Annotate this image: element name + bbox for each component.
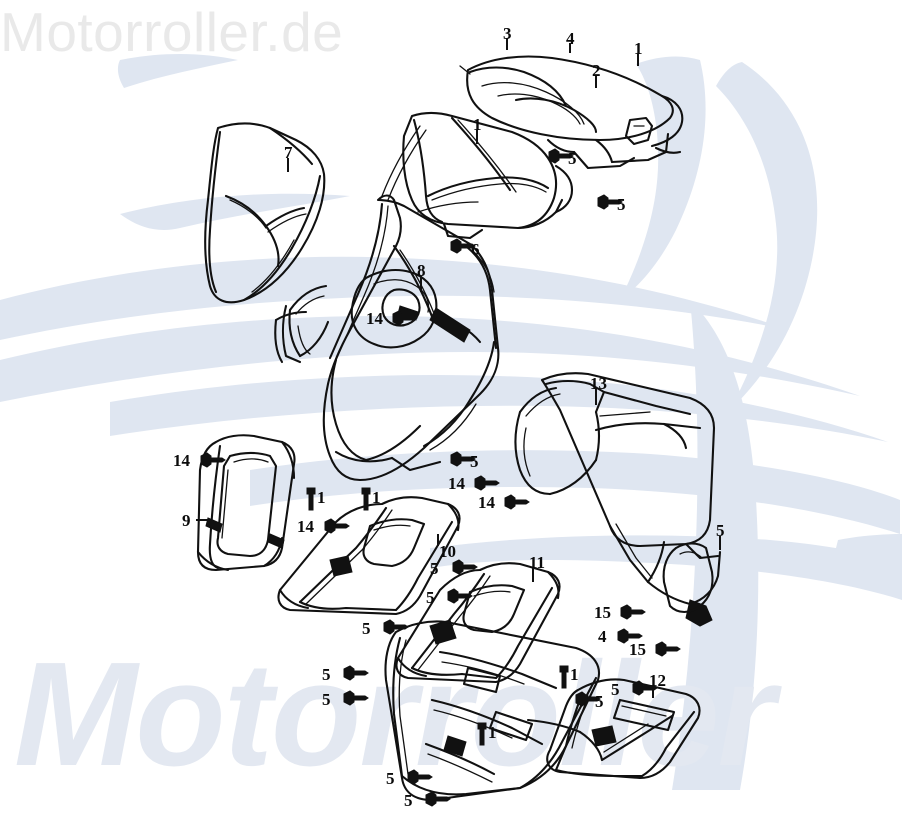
callout-number-4[interactable]: 4 [598,627,607,646]
callout-number-12[interactable]: 12 [649,671,666,690]
leader-line [196,519,210,521]
callout-number-5[interactable]: 5 [617,195,626,214]
fastener-icon [620,604,646,620]
hose-detail [381,125,427,201]
fastener-icon [407,769,433,785]
callout-number-10[interactable]: 10 [439,542,456,561]
fastener-icon [504,494,530,510]
leader-line [506,38,508,50]
fastener-icon [200,452,226,468]
fastener-icon [575,691,601,707]
part-13-right-cover [514,372,722,627]
callout-number-15[interactable]: 15 [629,640,646,659]
callout-number-5[interactable]: 5 [362,619,371,638]
fastener-icon [474,721,490,747]
fastener-icon [548,148,574,164]
callout-number-5[interactable]: 5 [716,521,725,540]
fastener-icon [452,559,478,575]
callout-number-6[interactable]: 6 [471,240,480,259]
leader-line [569,43,571,53]
fastener-icon [425,791,451,807]
callout-number-14[interactable]: 14 [297,517,314,536]
callout-number-14[interactable]: 14 [366,309,383,328]
leader-line [476,130,478,144]
callout-number-5[interactable]: 5 [470,452,479,471]
callout-number-14[interactable]: 14 [448,474,465,493]
fastener-icon [474,475,500,491]
leader-line [652,686,654,698]
fastener-icon [617,628,643,644]
fastener-icon [447,588,473,604]
callout-number-1[interactable]: 1 [317,488,326,507]
callout-number-1[interactable]: 1 [473,115,482,134]
fastener-icon [343,690,369,706]
callout-number-7[interactable]: 7 [284,143,293,162]
part-7-left-side-cover [204,122,326,304]
leader-line [595,76,597,88]
fastener-icon [450,238,476,254]
callout-number-1[interactable]: 1 [488,723,497,742]
callout-number-5[interactable]: 5 [322,690,331,709]
callout-number-5[interactable]: 5 [322,665,331,684]
part-15-right-bracket [662,542,714,614]
callout-number-5[interactable]: 5 [426,588,435,607]
callout-number-5[interactable]: 5 [568,149,577,168]
fastener-icon [343,665,369,681]
callout-number-1[interactable]: 1 [570,665,579,684]
callout-number-8[interactable]: 8 [417,261,426,280]
callout-number-9[interactable]: 9 [182,511,191,530]
part-12-lower-right-trim [546,678,701,780]
callout-number-3[interactable]: 3 [503,24,512,43]
callout-number-5[interactable]: 5 [430,559,439,578]
callout-number-13[interactable]: 13 [590,374,607,393]
callout-number-15[interactable]: 15 [594,603,611,622]
fastener-icon [383,619,409,635]
callout-number-5[interactable]: 5 [595,692,604,711]
fastener-icon [655,641,681,657]
callout-number-2[interactable]: 2 [592,61,601,80]
callout-number-11[interactable]: 11 [529,553,546,572]
fastener-icon [392,310,418,326]
fastener-icon [556,664,572,690]
callout-number-5[interactable]: 5 [404,791,413,810]
leader-line [287,158,289,172]
callout-number-14[interactable]: 14 [173,451,190,470]
callout-number-1[interactable]: 1 [372,488,381,507]
part-4-bottom-undertray [384,620,674,802]
callout-number-1[interactable]: 1 [634,39,643,58]
callout-number-5[interactable]: 5 [611,680,620,699]
callout-number-14[interactable]: 14 [478,493,495,512]
fastener-icon [324,518,350,534]
callout-number-4[interactable]: 4 [566,29,575,48]
callout-number-5[interactable]: 5 [386,769,395,788]
